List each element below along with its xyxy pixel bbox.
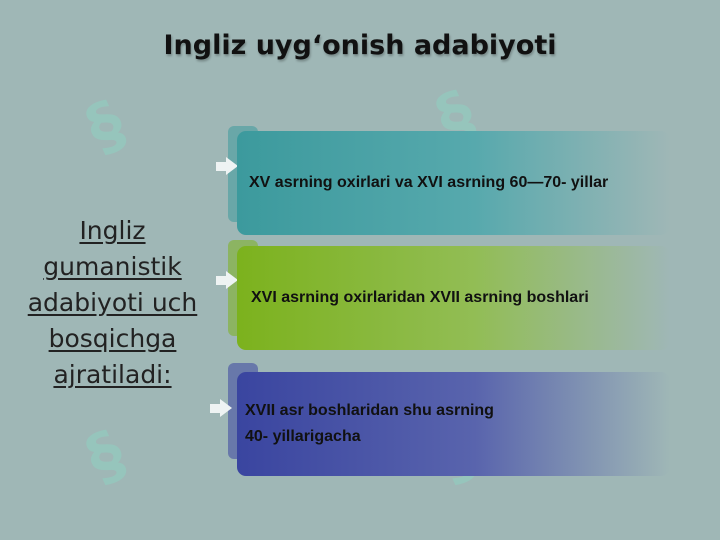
stage-1-label: XV asrning oxirlari va XVI asrning 60—70… (249, 174, 609, 191)
stage-1-box: XV asrning oxirlari va XVI asrning 60—70… (237, 131, 670, 235)
arrow-right-icon (226, 271, 238, 289)
stage-3-label: XVII asr boshlaridan shu asrning 40- yil… (245, 402, 494, 445)
intro-text-label: Ingliz gumanistik adabiyoti uch bosqichg… (27, 216, 198, 389)
arrow-stem-2 (216, 276, 226, 285)
arrow-right-icon (220, 399, 232, 417)
arrow-stem-1 (216, 162, 226, 171)
arrow-stem-3 (210, 404, 220, 413)
watermark-logo: § (75, 86, 137, 168)
stage-2-label: XVI asrning oxirlaridan XVII asrning bos… (251, 289, 589, 306)
slide-title: Ingliz uygʻonish adabiyoti (163, 30, 557, 61)
watermark-logo: § (75, 416, 137, 498)
stage-3-box: XVII asr boshlaridan shu asrning 40- yil… (237, 372, 670, 476)
stage-2-box: XVI asrning oxirlaridan XVII asrning bos… (237, 246, 670, 350)
arrow-right-icon (226, 157, 238, 175)
intro-text: Ingliz gumanistik adabiyoti uch bosqichg… (5, 213, 220, 393)
